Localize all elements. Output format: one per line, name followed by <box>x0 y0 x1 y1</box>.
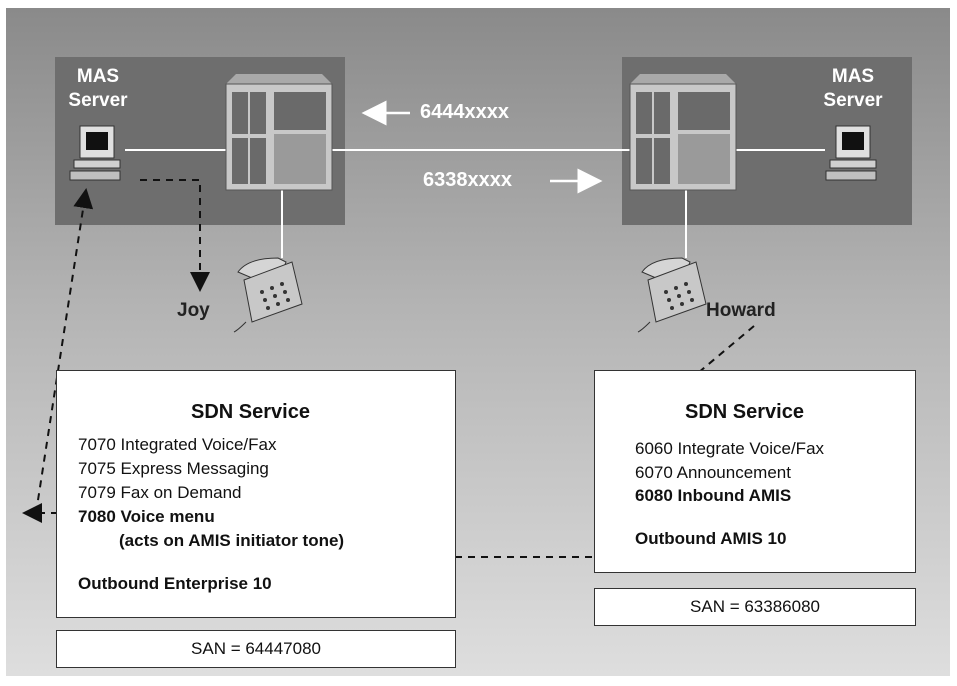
left-sdn-line: 7080 Voice menu <box>78 507 215 526</box>
user-howard-label: Howard <box>706 300 776 321</box>
left-sdn-box: SDN Service 7070 Integrated Voice/Fax 70… <box>56 370 456 618</box>
left-sdn-line: 7079 Fax on Demand <box>78 483 242 502</box>
left-sdn-line: Outbound Enterprise 10 <box>78 574 272 593</box>
left-telephone-icon <box>233 257 303 333</box>
left-sdn-line: (acts on AMIS initiator tone) <box>119 531 345 550</box>
right-sdn-line: 6070 Announcement <box>635 463 791 482</box>
right-server-label: MAS Server <box>823 66 883 111</box>
dashed-path-joy <box>140 179 210 292</box>
right-san-box: SAN = 63386080 <box>594 588 916 626</box>
right-sdn-line: 6060 Integrate Voice/Fax <box>635 439 825 458</box>
left-sdn-line: 7070 Integrated Voice/Fax <box>78 435 277 454</box>
right-sdn-box: SDN Service 6060 Integrate Voice/Fax 607… <box>594 370 916 573</box>
right-telephone-icon <box>637 257 707 333</box>
user-joy-label: Joy <box>177 300 210 321</box>
right-computer-icon <box>825 125 877 181</box>
left-sdn-title: SDN Service <box>191 401 310 423</box>
route-outbound-right: 6338xxxx <box>423 169 512 191</box>
right-pbx-icon <box>629 74 737 191</box>
right-sdn-title: SDN Service <box>685 401 804 423</box>
left-pbx-icon <box>225 74 333 191</box>
left-computer-icon <box>69 125 121 181</box>
left-san-box: SAN = 64447080 <box>56 630 456 668</box>
left-sdn-line: 7075 Express Messaging <box>78 459 269 478</box>
dashed-path-amis-reply <box>35 188 94 514</box>
right-sdn-line: Outbound AMIS 10 <box>635 529 787 548</box>
left-server-label: MAS Server <box>68 66 128 111</box>
route-inbound-left: 6444xxxx <box>420 101 509 123</box>
right-sdn-line: 6080 Inbound AMIS <box>635 486 792 505</box>
